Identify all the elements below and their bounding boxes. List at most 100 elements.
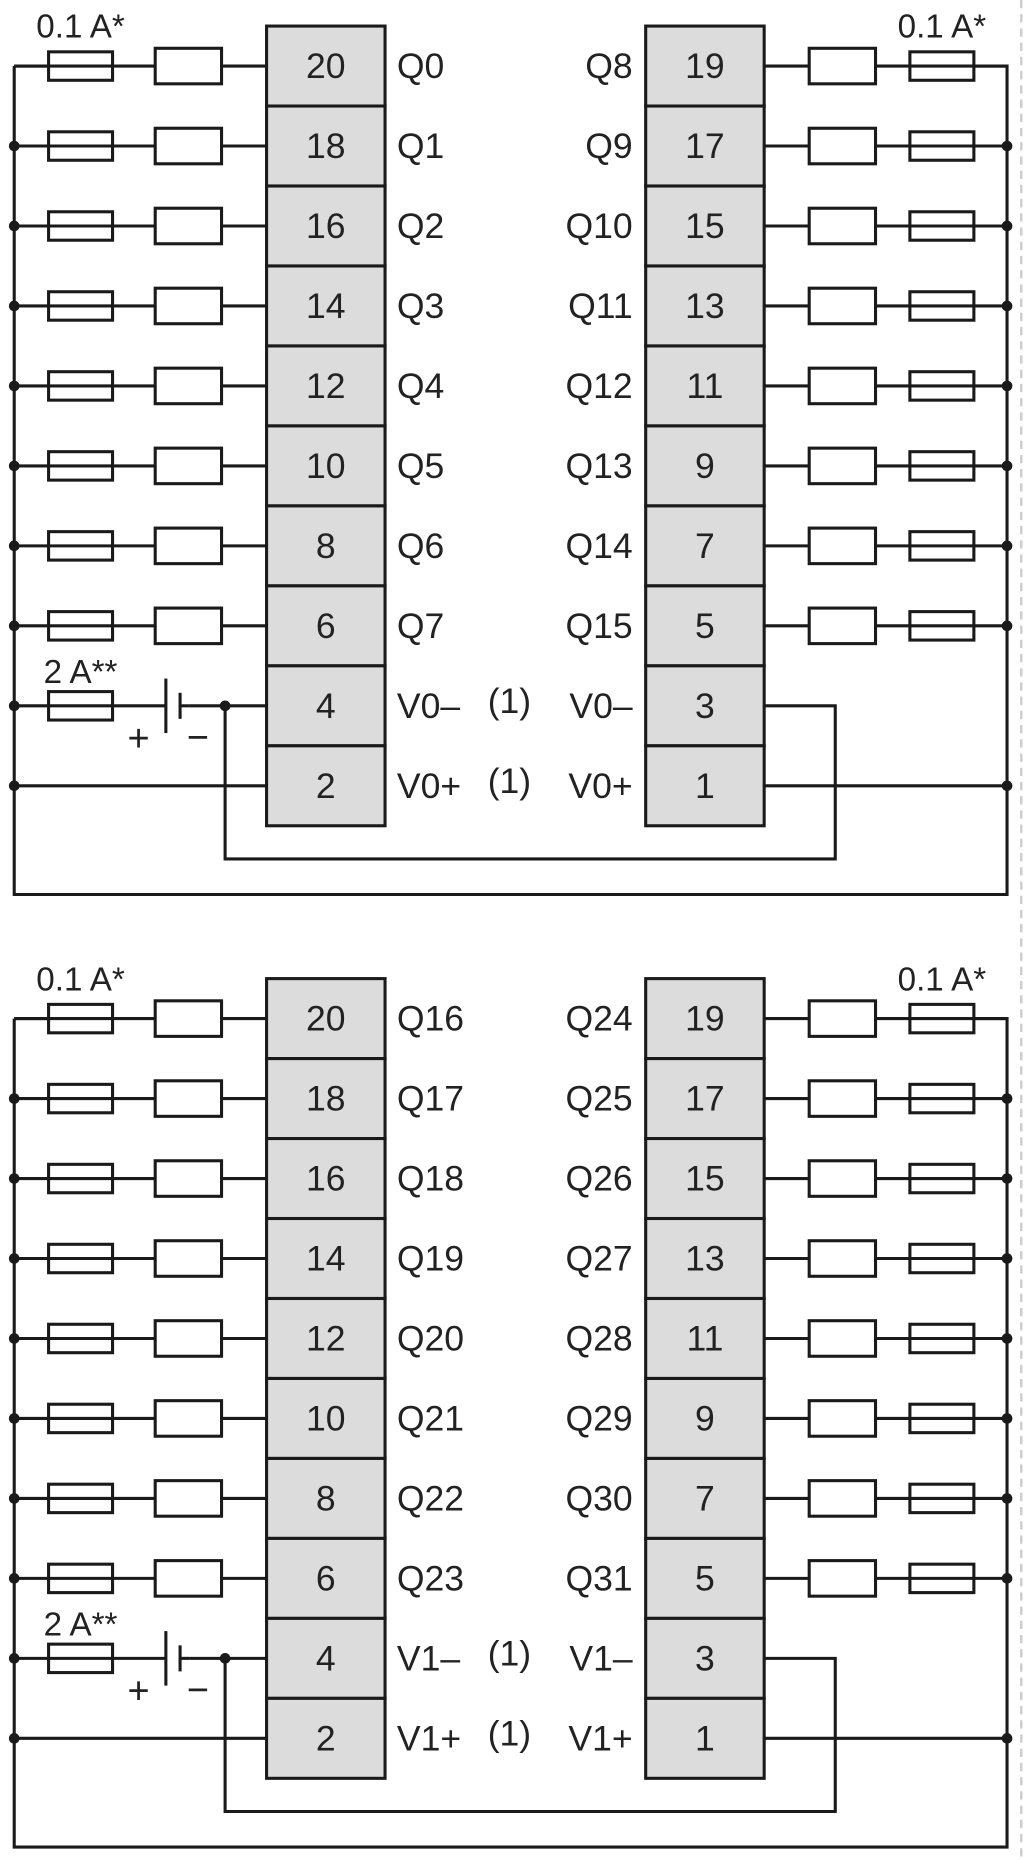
- terminal-pin: 6: [316, 606, 336, 646]
- right-output-circuits: [764, 46, 1013, 646]
- terminal-box: [644, 1057, 766, 1141]
- terminal-pin: 18: [306, 1079, 346, 1119]
- load: [807, 1479, 878, 1518]
- signal-label: V1–: [397, 1638, 460, 1678]
- terminal-box: [644, 184, 766, 268]
- terminal-pin: 1: [695, 766, 715, 806]
- v-minus-loop: [223, 704, 837, 861]
- terminal-pin: 8: [316, 526, 336, 566]
- signal-label: Q1: [397, 126, 444, 166]
- battery-plus-sign: +: [128, 1671, 150, 1713]
- signal-label: Q9: [585, 126, 632, 166]
- signal-label: Q24: [565, 999, 632, 1039]
- terminal-pin: 15: [685, 206, 725, 246]
- terminal-box: [644, 744, 766, 828]
- footnote-marker: (1): [488, 761, 531, 801]
- load: [807, 286, 878, 326]
- terminal-pin: 13: [685, 286, 725, 326]
- supply-circuit: 2 A**+−: [8, 654, 1013, 861]
- terminal-pin: 9: [695, 446, 715, 486]
- signal-label: Q21: [397, 1398, 464, 1438]
- load: [153, 46, 224, 86]
- terminal-box: [644, 1536, 766, 1620]
- terminal-pin: 3: [695, 1638, 715, 1678]
- terminal-pin: 9: [695, 1398, 715, 1438]
- load: [807, 1079, 878, 1118]
- terminal-box: [265, 1057, 387, 1141]
- signal-label: V0–: [569, 686, 632, 726]
- terminal-pin: 3: [695, 686, 715, 726]
- signal-label: Q19: [397, 1239, 464, 1279]
- load: [807, 1559, 878, 1598]
- terminal-box: [265, 1296, 387, 1381]
- signal-label: Q3: [397, 286, 444, 326]
- signal-label: Q5: [397, 446, 444, 486]
- load: [153, 446, 224, 486]
- signal-label: V1+: [568, 1718, 632, 1758]
- terminal-box: [265, 1616, 387, 1700]
- signal-label: Q7: [397, 606, 444, 646]
- terminal-pin: 20: [306, 46, 346, 86]
- load: [153, 606, 224, 646]
- terminal-pin: 2: [316, 1718, 336, 1758]
- terminal-box: [265, 744, 387, 828]
- terminal-pin: 16: [306, 206, 346, 246]
- fuse-rating-label: 0.1 A*: [898, 961, 987, 998]
- terminal-pin: 18: [306, 126, 346, 166]
- load: [807, 126, 878, 166]
- load: [807, 1399, 878, 1438]
- terminal-box: [265, 977, 387, 1061]
- load: [153, 1479, 224, 1518]
- signal-label: Q10: [565, 206, 632, 246]
- terminal-pin: 7: [695, 526, 715, 566]
- signal-label: Q11: [568, 286, 633, 326]
- signal-label: Q6: [397, 526, 444, 566]
- outer-bus-frame: [12, 1017, 1009, 1849]
- terminal-pin: 8: [316, 1478, 336, 1518]
- terminal-box: [644, 24, 766, 108]
- terminal-pin: 4: [316, 1638, 336, 1678]
- battery-minus-sign: −: [187, 1669, 209, 1711]
- terminal-pin: 19: [685, 999, 725, 1039]
- terminal-box: [265, 104, 387, 188]
- signal-label: Q14: [565, 526, 632, 566]
- terminal-pin: 17: [685, 126, 725, 166]
- terminal-pin: 12: [306, 366, 346, 406]
- signal-label: V0–: [397, 686, 460, 726]
- footnote-marker: (1): [488, 1634, 531, 1674]
- load: [807, 206, 878, 246]
- load: [153, 366, 224, 406]
- outer-bus-frame: [12, 64, 1009, 897]
- load: [807, 526, 878, 566]
- terminal-box: [644, 664, 766, 748]
- load: [807, 606, 878, 646]
- signal-label: V1–: [569, 1638, 632, 1678]
- terminal-pin: 11: [686, 366, 723, 406]
- terminal-box: [265, 1696, 387, 1780]
- terminal-pin: 14: [306, 1239, 346, 1279]
- signal-label: Q2: [397, 206, 444, 246]
- signal-label: V1+: [397, 1718, 461, 1758]
- signal-label: Q26: [565, 1159, 632, 1199]
- load: [807, 366, 878, 406]
- terminal-pin: 2: [316, 766, 336, 806]
- supply-fuse-label: 2 A**: [44, 654, 118, 691]
- terminal-box: [644, 344, 766, 428]
- terminal-pin: 10: [306, 1398, 346, 1438]
- signal-label: Q28: [565, 1318, 632, 1358]
- load: [153, 1159, 224, 1198]
- signal-label: Q13: [565, 446, 632, 486]
- terminal-pin: 10: [306, 446, 346, 486]
- load: [153, 1399, 224, 1438]
- terminal-box: [265, 1137, 387, 1221]
- terminal-pin: 16: [306, 1159, 346, 1199]
- load: [153, 526, 224, 566]
- load: [153, 1319, 224, 1358]
- signal-label: Q23: [397, 1558, 464, 1598]
- terminal-pin: 20: [306, 999, 346, 1039]
- terminal-pin: 12: [306, 1318, 346, 1358]
